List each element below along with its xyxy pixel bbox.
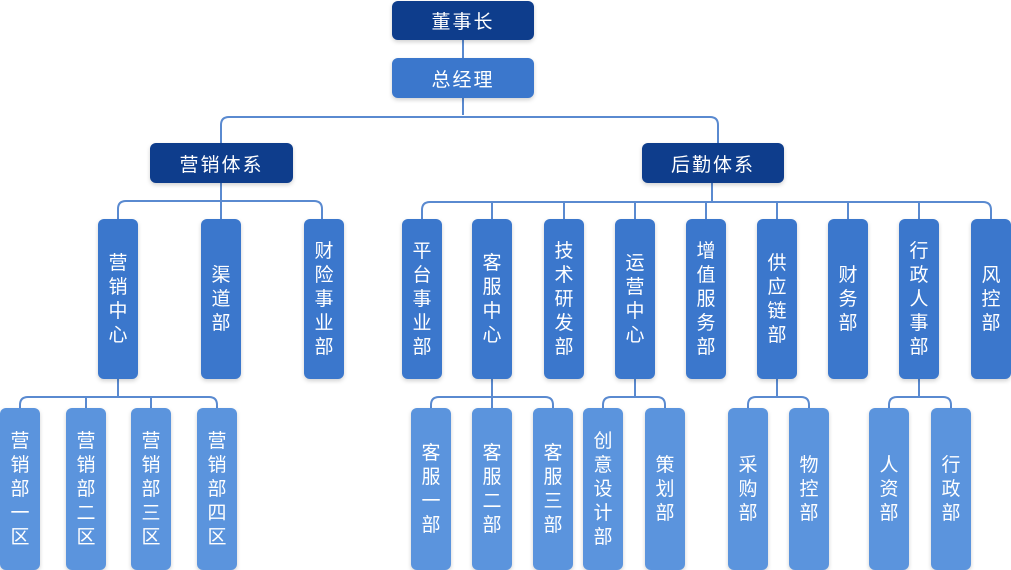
customer-service-center-box: 客服中心 [472, 219, 512, 379]
risk-control-dept-box: 风控部 [971, 219, 1011, 379]
operations-center-box: 运营中心 [615, 219, 655, 379]
customer-service-2-box: 客服二部 [472, 408, 512, 570]
tech-rd-dept-box: 技术研发部 [544, 219, 584, 379]
creative-design-dept-box: 创意设计部 [583, 408, 623, 570]
chairman-box: 董事长 [392, 1, 534, 40]
admin-dept-box: 行政部 [931, 408, 971, 570]
customer-service-3-box: 客服三部 [533, 408, 573, 570]
purchasing-dept-box: 采购部 [728, 408, 768, 570]
marketing-region-4-box: 营销部四区 [197, 408, 237, 570]
insurance-division-box: 财险事业部 [304, 219, 344, 379]
admin-hr-dept-box: 行政人事部 [899, 219, 939, 379]
marketing-region-2-box: 营销部二区 [66, 408, 106, 570]
supply-chain-dept-box: 供应链部 [757, 219, 797, 379]
material-control-dept-box: 物控部 [789, 408, 829, 570]
marketing-system-box: 营销体系 [150, 143, 293, 183]
hr-dept-box: 人资部 [869, 408, 909, 570]
marketing-center-box: 营销中心 [98, 219, 138, 379]
planning-dept-box: 策划部 [645, 408, 685, 570]
customer-service-1-box: 客服一部 [411, 408, 451, 570]
general-manager-box: 总经理 [392, 58, 534, 98]
logistics-system-box: 后勤体系 [642, 143, 784, 183]
channel-dept-box: 渠道部 [201, 219, 241, 379]
marketing-region-3-box: 营销部三区 [131, 408, 171, 570]
platform-division-box: 平台事业部 [402, 219, 442, 379]
finance-dept-box: 财务部 [828, 219, 868, 379]
value-added-service-box: 增值服务部 [686, 219, 726, 379]
marketing-region-1-box: 营销部一区 [0, 408, 40, 570]
